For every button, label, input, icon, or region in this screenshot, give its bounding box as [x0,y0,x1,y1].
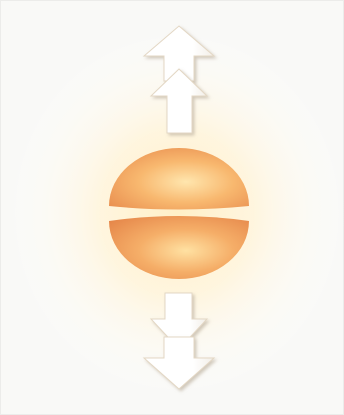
split-sphere-diagram [1,1,344,415]
diagram-canvas [0,0,344,415]
